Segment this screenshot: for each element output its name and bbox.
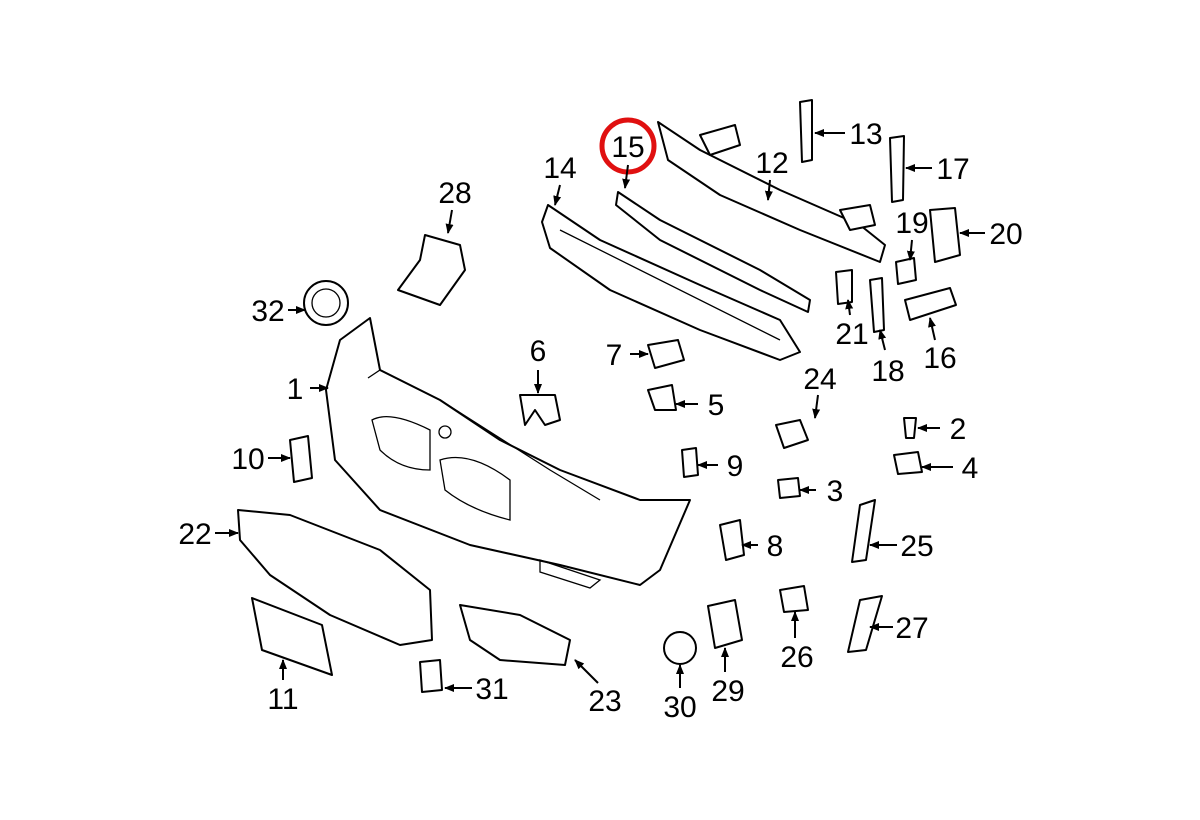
callout-14[interactable]: 14 xyxy=(543,152,576,185)
callout-13[interactable]: 13 xyxy=(849,118,882,151)
callout-3[interactable]: 3 xyxy=(827,475,844,508)
callout-24[interactable]: 24 xyxy=(803,363,836,396)
callout-8[interactable]: 8 xyxy=(767,530,784,563)
callout-31[interactable]: 31 xyxy=(475,673,508,706)
small-parts xyxy=(251,99,961,693)
callout-12[interactable]: 12 xyxy=(755,147,788,180)
callout-28[interactable]: 28 xyxy=(438,177,471,210)
callout-2[interactable]: 2 xyxy=(950,413,967,446)
callout-23[interactable]: 23 xyxy=(588,685,621,718)
callout-15[interactable]: 15 xyxy=(611,131,644,164)
callout-22[interactable]: 22 xyxy=(178,518,211,551)
callout-18[interactable]: 18 xyxy=(871,355,904,388)
callout-21[interactable]: 21 xyxy=(835,318,868,351)
callout-25[interactable]: 25 xyxy=(900,530,933,563)
callout-27[interactable]: 27 xyxy=(895,612,928,645)
grille-lower-center xyxy=(237,509,433,646)
callout-19[interactable]: 19 xyxy=(895,207,928,240)
callout-30[interactable]: 30 xyxy=(663,691,696,724)
bar-seal-15 xyxy=(615,191,811,313)
callout-9[interactable]: 9 xyxy=(727,450,744,483)
callout-6[interactable]: 6 xyxy=(530,335,547,368)
callout-4[interactable]: 4 xyxy=(962,452,979,485)
callout-32[interactable]: 32 xyxy=(251,295,284,328)
callout-labels: 15 14 13 12 17 19 20 28 32 21 18 16 6 7 … xyxy=(178,118,1022,724)
callout-10[interactable]: 10 xyxy=(231,443,264,476)
callout-29[interactable]: 29 xyxy=(711,675,744,708)
grille-lower-side xyxy=(459,604,571,666)
callout-20[interactable]: 20 xyxy=(989,218,1022,251)
callout-26[interactable]: 26 xyxy=(780,641,813,674)
callout-11[interactable]: 11 xyxy=(267,683,298,716)
callout-1[interactable]: 1 xyxy=(287,373,304,406)
callout-5[interactable]: 5 xyxy=(708,389,725,422)
callout-7[interactable]: 7 xyxy=(606,339,623,372)
leader-arrows xyxy=(215,129,985,692)
callout-16[interactable]: 16 xyxy=(923,342,956,375)
bumper-cover xyxy=(325,317,691,589)
impact-absorber xyxy=(541,204,801,361)
callout-17[interactable]: 17 xyxy=(936,153,969,186)
